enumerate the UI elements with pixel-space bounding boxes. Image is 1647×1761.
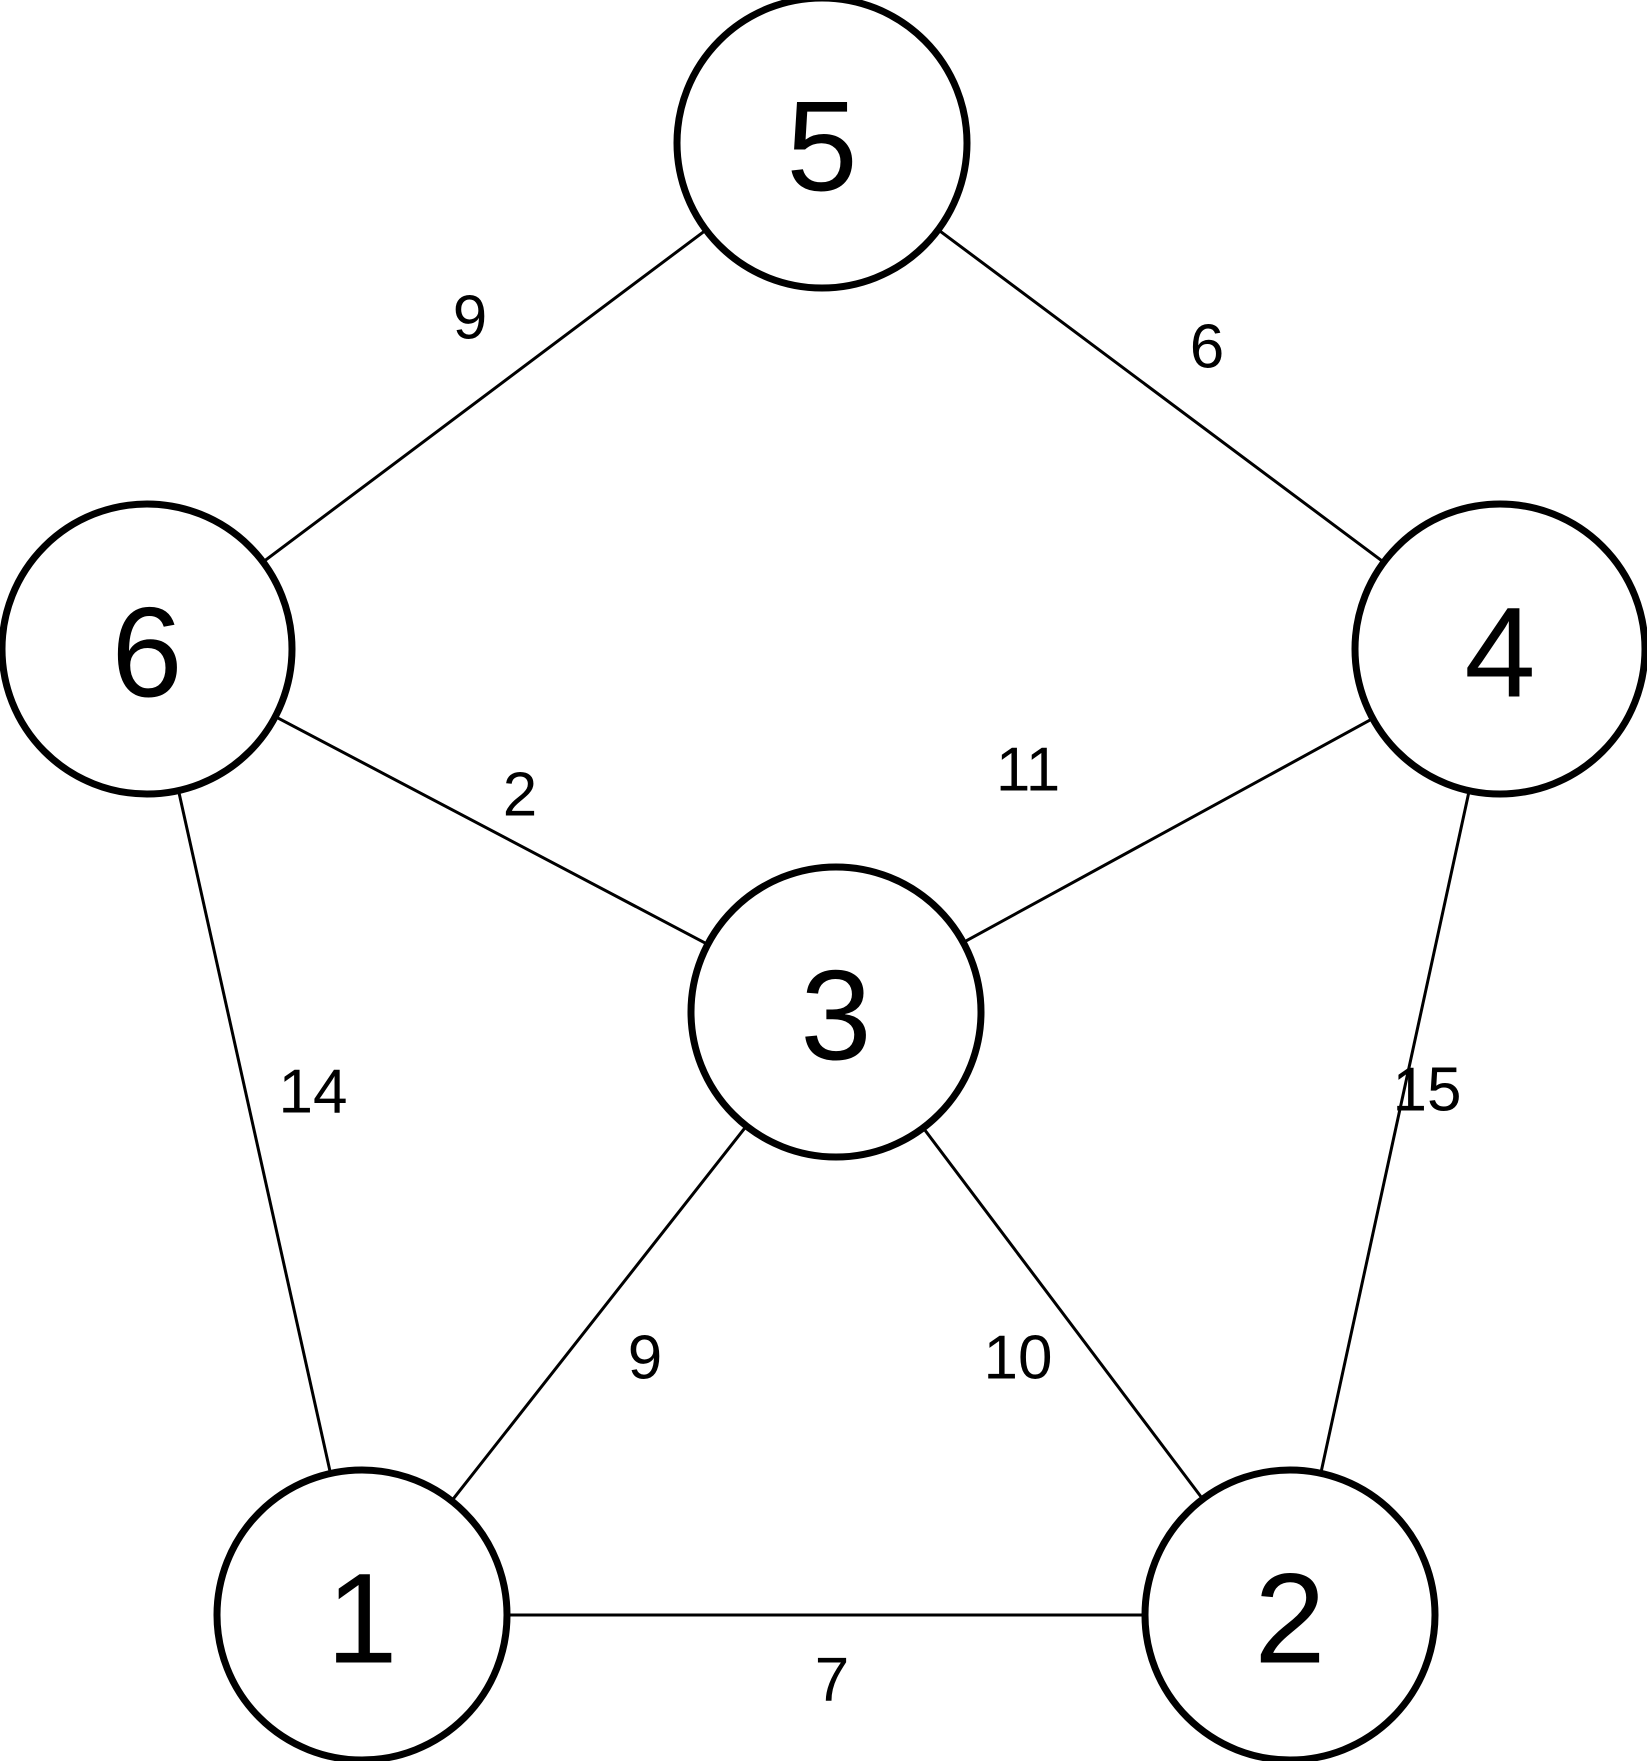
edge-weight-6-1: 14 — [279, 1058, 348, 1127]
edge-weight-5-4: 6 — [1190, 313, 1224, 382]
node-circle-5[interactable] — [673, 0, 971, 292]
graph-edge-6-5 — [260, 227, 709, 565]
node-label-4: 4 — [1464, 582, 1535, 725]
graph-edge-6-1 — [176, 788, 333, 1476]
graph-node-2[interactable]: 2 — [1141, 1466, 1439, 1761]
graph-edge-4-2 — [1318, 788, 1472, 1476]
graph-node-3[interactable]: 3 — [687, 863, 985, 1161]
graph-node-5[interactable]: 5 — [673, 0, 971, 292]
node-circle-4[interactable] — [1351, 500, 1647, 798]
graph-node-1[interactable]: 1 — [213, 1466, 511, 1761]
graph-node-6[interactable]: 6 — [0, 500, 296, 798]
edge-weight-3-2: 10 — [984, 1324, 1053, 1393]
edge-labels-layer: 9 6 2 11 14 9 10 15 7 — [279, 284, 1462, 1715]
graph-edge-6-3 — [272, 714, 711, 947]
node-label-6: 6 — [111, 582, 182, 725]
node-circle-1[interactable] — [213, 1466, 511, 1761]
graph-node-4[interactable]: 4 — [1351, 500, 1647, 798]
node-circle-6[interactable] — [0, 500, 296, 798]
node-label-1: 1 — [326, 1548, 397, 1691]
graph-edge-1-3 — [449, 1123, 749, 1504]
node-circle-3[interactable] — [687, 863, 985, 1161]
edge-weight-4-2: 15 — [1393, 1056, 1462, 1125]
edge-weight-1-3: 9 — [628, 1324, 662, 1393]
node-label-5: 5 — [786, 76, 857, 219]
edges-layer — [176, 227, 1472, 1617]
node-label-2: 2 — [1254, 1548, 1325, 1691]
edge-weight-1-2: 7 — [815, 1646, 849, 1715]
graph-edge-5-4 — [935, 227, 1387, 565]
node-circle-2[interactable] — [1141, 1466, 1439, 1761]
edge-weight-6-3: 2 — [503, 761, 537, 830]
graph-edge-3-4 — [960, 716, 1376, 945]
edge-weight-6-5: 9 — [453, 284, 487, 353]
node-label-3: 3 — [800, 945, 871, 1088]
edge-weight-3-4: 11 — [996, 736, 1060, 805]
graph-edge-3-2 — [920, 1125, 1206, 1502]
